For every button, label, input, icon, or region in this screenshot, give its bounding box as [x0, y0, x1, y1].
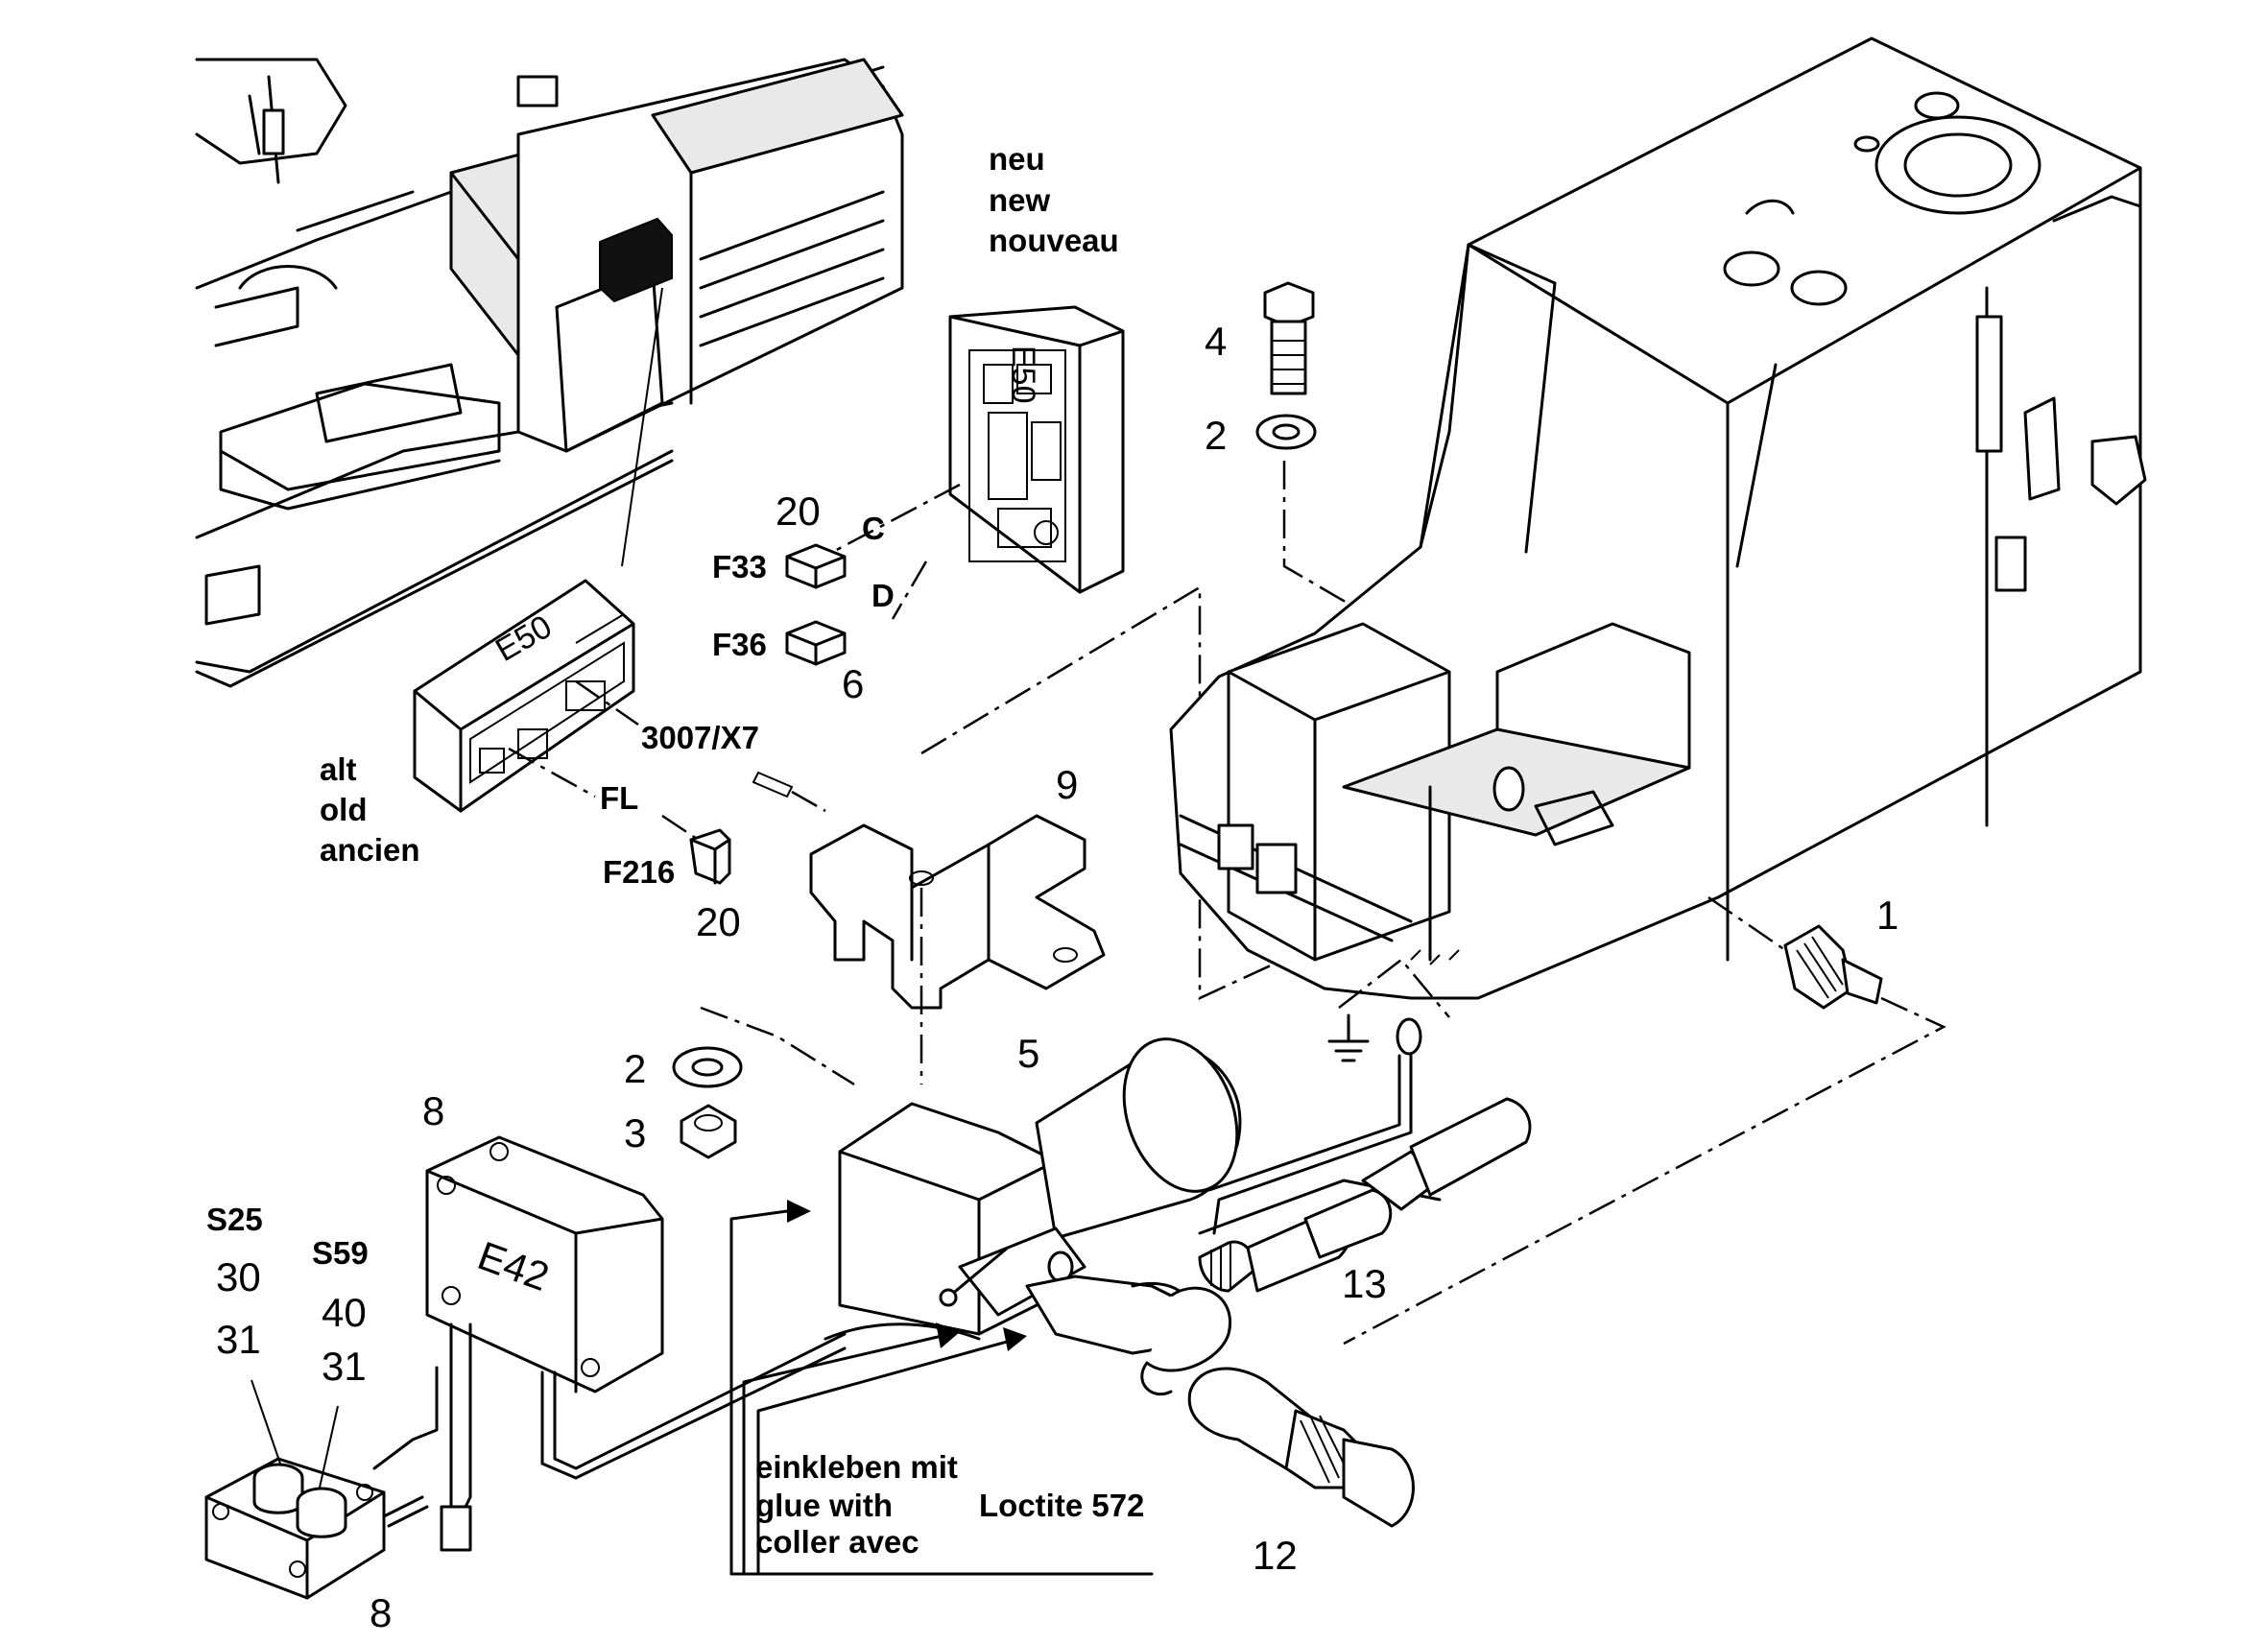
callout-20-old: 20	[696, 899, 741, 944]
connector-label-x7: 3007/X7	[641, 720, 759, 755]
e42-junction-box: E42	[425, 1135, 664, 1394]
fuse-label-f216: F216	[603, 854, 675, 890]
callout-2-lower: 2	[624, 1046, 646, 1091]
switch-label-s25: S25	[206, 1202, 263, 1237]
bolt	[1263, 281, 1315, 395]
variant-label-old-fr: ancien	[320, 832, 420, 868]
callout-8-top: 8	[422, 1088, 444, 1133]
callout-12: 12	[1253, 1533, 1298, 1578]
variant-label-new-fr: nouveau	[989, 223, 1119, 258]
fuse-f33	[785, 543, 847, 589]
connector-label-d: D	[871, 578, 895, 613]
fuse-label-f36: F36	[712, 627, 767, 662]
variant-label-new-en: new	[989, 182, 1051, 218]
glue-arrow-3	[1003, 1327, 1027, 1351]
callout-31-right: 31	[322, 1344, 367, 1389]
washer-lower	[672, 1046, 743, 1088]
hose-fittings	[1198, 1097, 1532, 1293]
ground-cable	[1207, 1017, 1422, 1235]
tank-housing	[1169, 36, 2147, 1000]
machine-overview-illustration	[195, 58, 904, 688]
callout-8-bottom: 8	[370, 1590, 392, 1635]
glue-product: Loctite 572	[979, 1488, 1144, 1523]
glue-note-fr: coller avec	[755, 1524, 919, 1560]
immersion-heater	[1187, 1367, 1415, 1528]
module-label-e50-new: E50	[1005, 345, 1041, 404]
module-location-marker	[599, 217, 673, 303]
callout-1: 1	[1876, 893, 1898, 938]
e50-module-old: E50	[413, 579, 635, 813]
switch-box	[204, 1457, 429, 1600]
fuse-f216	[689, 828, 731, 885]
ground-symbol	[1327, 1013, 1370, 1062]
switch-label-s59: S59	[312, 1235, 369, 1271]
callout-31-left: 31	[216, 1317, 261, 1362]
callout-40: 40	[322, 1290, 367, 1335]
connector-label-c: C	[862, 511, 885, 546]
callout-9: 9	[1056, 762, 1078, 807]
callout-20-new: 20	[776, 488, 821, 534]
glue-arrow-1	[787, 1200, 811, 1223]
temperature-sensor	[1783, 924, 1883, 1010]
mounting-bracket	[809, 814, 1106, 1010]
connector-label-fl: FL	[600, 780, 638, 816]
callout-6: 6	[842, 661, 864, 706]
variant-label-new-de: neu	[989, 141, 1045, 177]
glue-note-en: glue with	[755, 1488, 893, 1523]
callout-30: 30	[216, 1254, 261, 1299]
callout-13: 13	[1342, 1261, 1387, 1306]
e50-module-new: E50	[948, 305, 1125, 594]
fuse-f36	[785, 620, 847, 666]
glue-note-de: einkleben mit	[755, 1449, 958, 1485]
variant-label-old-en: old	[320, 792, 367, 827]
callout-4: 4	[1205, 319, 1227, 364]
callout-2-top: 2	[1205, 413, 1227, 458]
heater-element-assembly	[838, 1037, 1442, 1396]
washer-top	[1255, 414, 1317, 450]
hex-nut	[680, 1104, 737, 1159]
fuse-label-f33: F33	[712, 549, 767, 584]
variant-label-old-de: alt	[320, 751, 357, 787]
callout-5: 5	[1017, 1031, 1039, 1076]
callout-3: 3	[624, 1110, 646, 1156]
